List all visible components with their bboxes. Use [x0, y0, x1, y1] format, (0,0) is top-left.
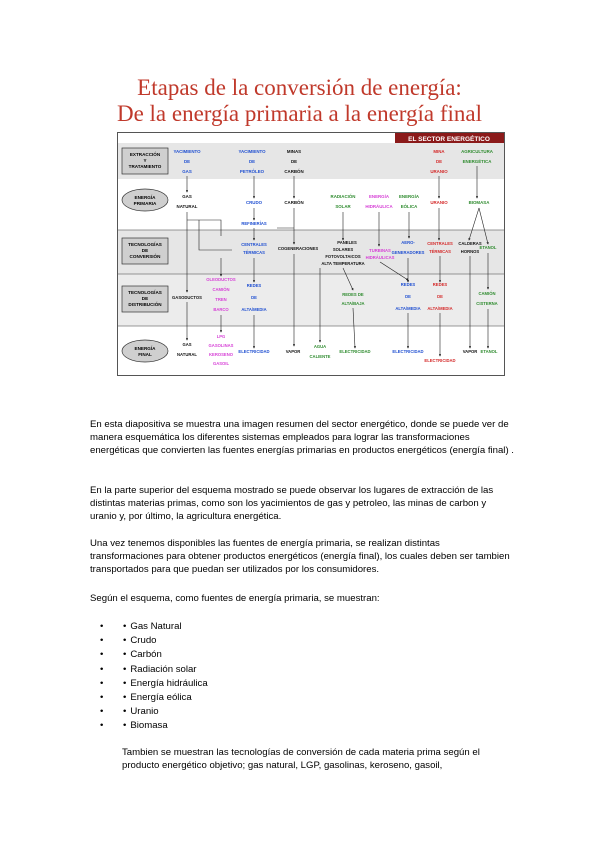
list-item: •Gas Natural: [100, 620, 208, 634]
svg-text:ETANOL: ETANOL: [480, 245, 497, 250]
list-item: •Energía eólica: [100, 691, 208, 705]
list-item: •Crudo: [100, 634, 208, 648]
diagram-header: EL SECTOR ENERGÉTICO: [408, 134, 490, 143]
svg-text:REFINERÍAS: REFINERÍAS: [241, 221, 267, 226]
paragraph-extraction: En la parte superior del esquema mostrad…: [90, 485, 494, 522]
svg-text:CRUDO: CRUDO: [246, 200, 263, 205]
paragraph-sources-intro: Según el esquema, como fuentes de energí…: [90, 593, 380, 604]
paragraph-intro: En esta diapositiva se muestra una image…: [90, 419, 514, 456]
page-title-line2: De la energía primaria a la energía fina…: [116, 101, 483, 126]
svg-text:VAPOR: VAPOR: [463, 349, 478, 354]
svg-text:GASODUCTOS: GASODUCTOS: [172, 295, 202, 300]
primary-energy-list: •Gas Natural •Crudo •Carbón •Radiación s…: [100, 620, 208, 734]
list-item: •Biomasa: [100, 719, 208, 733]
svg-text:URANIO: URANIO: [430, 200, 448, 205]
svg-text:VAPOR: VAPOR: [286, 349, 301, 354]
svg-text:ELECTRICIDAD: ELECTRICIDAD: [339, 349, 370, 354]
svg-text:BIOMASA: BIOMASA: [469, 200, 491, 205]
list-item: •Energía hidráulica: [100, 677, 208, 691]
list-item: •Carbón: [100, 648, 208, 662]
svg-text:AERO-GENERADORES: AERO-GENERADORES: [392, 240, 425, 255]
svg-text:CARBÓN: CARBÓN: [284, 200, 303, 205]
svg-text:COGENERACIONES: COGENERACIONES: [278, 246, 318, 251]
row-band-conversion: [118, 230, 504, 274]
list-item: •Uranio: [100, 705, 208, 719]
diagram-header-bg: [395, 133, 504, 143]
paragraph-conversion: Tambien se muestran las tecnologías de c…: [122, 747, 480, 771]
svg-text:ELECTRICIDAD: ELECTRICIDAD: [238, 349, 269, 354]
row-band-distribution: [118, 274, 504, 326]
svg-text:ELECTRICIDAD: ELECTRICIDAD: [392, 349, 423, 354]
page-title-line1: Etapas de la conversión de energía:: [137, 75, 462, 100]
paragraph-transformations: Una vez tenemos disponibles las fuentes …: [90, 538, 510, 575]
svg-text:ETANOL: ETANOL: [481, 349, 498, 354]
svg-text:ELECTRICIDAD: ELECTRICIDAD: [424, 358, 455, 363]
row-band-extraction: [118, 143, 504, 179]
list-item: •Radiación solar: [100, 663, 208, 677]
